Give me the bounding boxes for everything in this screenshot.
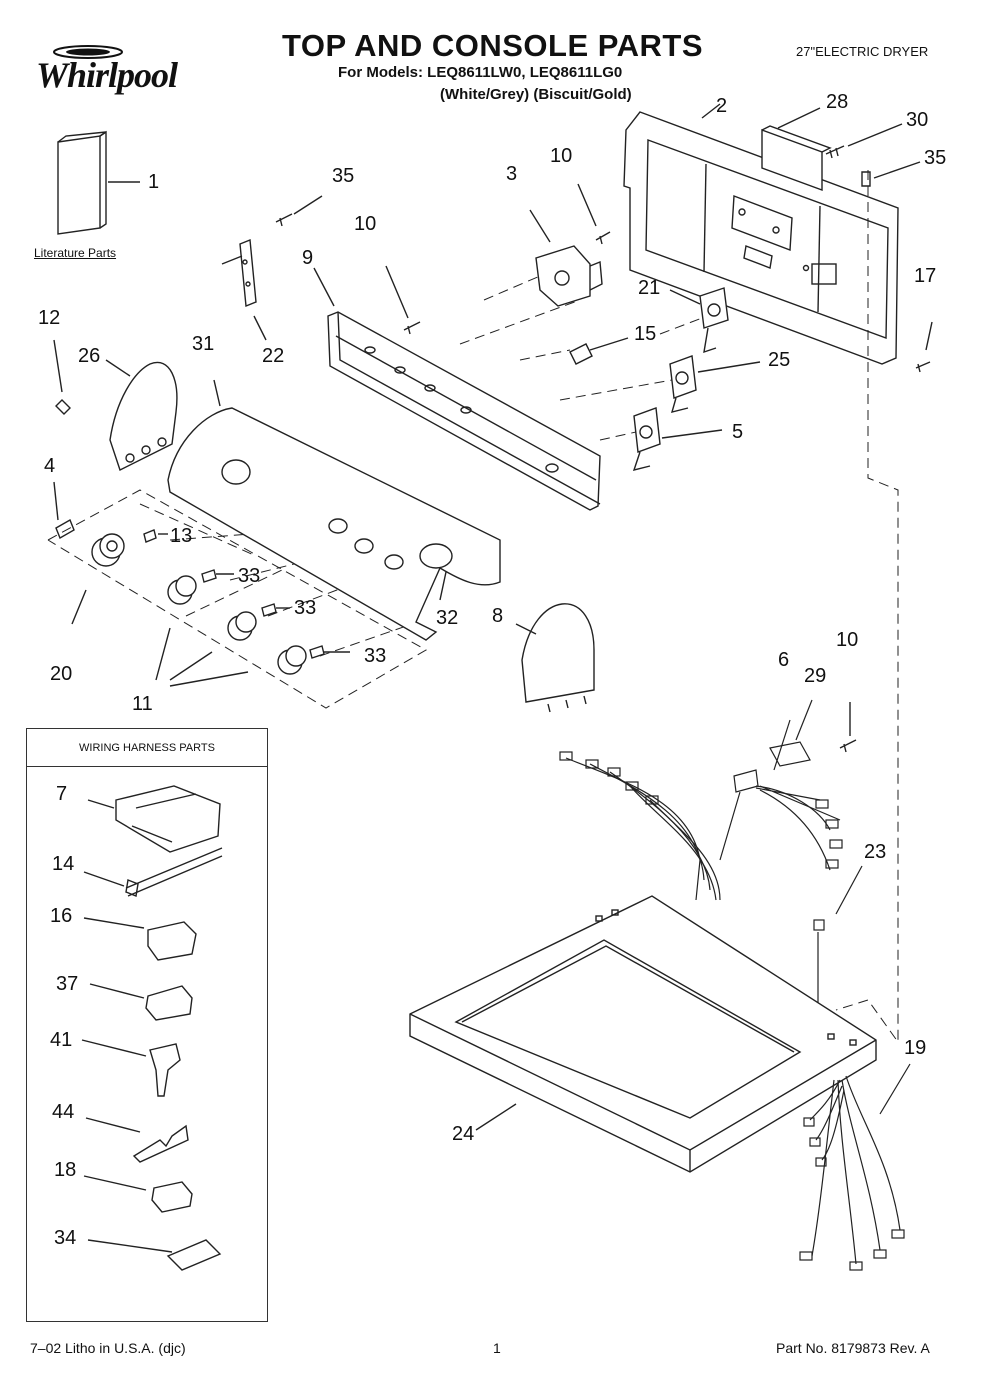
callout-1: 1 (148, 171, 160, 193)
callout-14: 14 (52, 853, 75, 875)
callout-24: 24 (452, 1123, 475, 1145)
wiring-harness-parts-title: WIRING HARNESS PARTS (27, 729, 267, 767)
bracket (221, 239, 267, 341)
callout-16: 16 (50, 905, 73, 927)
callout-6: 6 (778, 649, 790, 671)
part-number: Part No. 8179873 Rev. A (776, 1340, 930, 1356)
callout-10-bracket: 10 (354, 213, 377, 235)
callout-8: 8 (492, 605, 504, 627)
callout-12: 12 (38, 307, 61, 329)
wire-harness (559, 699, 863, 1060)
harness-part-drawings (81, 785, 223, 1271)
end-caps (105, 359, 595, 713)
callout-25: 25 (768, 349, 791, 371)
callout-18: 18 (54, 1159, 77, 1181)
rear-control-panel (623, 103, 899, 365)
lower-wire-harness (799, 1063, 911, 1271)
callout-44: 44 (52, 1101, 75, 1123)
literature-book-icon (57, 130, 140, 235)
callout-35-bracket: 35 (332, 165, 355, 187)
callout-35-panel: 35 (924, 147, 947, 169)
timer (529, 209, 603, 307)
model-numbers: For Models: LEQ8611LW0, LEQ8611LG0 (338, 64, 623, 81)
callout-17: 17 (914, 265, 937, 287)
callout-3: 3 (506, 163, 518, 185)
knobs (71, 529, 350, 687)
screw-icons (53, 123, 933, 753)
model-colors: (White/Grey) (Biscuit/Gold) (440, 86, 632, 103)
callout-26: 26 (78, 345, 101, 367)
dryer-top (409, 895, 877, 1173)
callout-15: 15 (634, 323, 657, 345)
literature-parts-label: Literature Parts (34, 246, 117, 260)
callout-5: 5 (732, 421, 744, 443)
callout-10-timer: 10 (550, 145, 573, 167)
callout-13: 13 (170, 525, 193, 547)
callout-23: 23 (864, 841, 887, 863)
whirlpool-logo-ring-icon (53, 45, 123, 59)
callout-33-middle: 33 (294, 597, 317, 619)
callout-10-harness: 10 (836, 629, 859, 651)
wiring-harness-parts-box (26, 728, 268, 1322)
callout-41: 41 (50, 1029, 73, 1051)
callout-11: 11 (132, 693, 153, 715)
page-number: 1 (493, 1340, 501, 1356)
callout-9: 9 (302, 247, 314, 269)
cover-plate (761, 107, 832, 192)
callout-22: 22 (262, 345, 285, 367)
callout-2: 2 (716, 95, 728, 117)
callout-30: 30 (906, 109, 929, 131)
page-title: TOP AND CONSOLE PARTS (282, 28, 704, 63)
print-info: 7–02 Litho in U.S.A. (djc) (30, 1340, 186, 1356)
callout-4: 4 (44, 455, 56, 477)
callout-28: 28 (826, 91, 849, 113)
callout-19: 19 (904, 1037, 927, 1059)
console-panel (167, 379, 501, 641)
callout-7: 7 (56, 783, 68, 805)
console-bracket (313, 267, 601, 511)
callout-29: 29 (804, 665, 827, 687)
callout-32: 32 (436, 607, 459, 629)
brand-logo: Whirlpool (36, 55, 178, 95)
callout-21: 21 (638, 277, 661, 299)
switches (569, 287, 761, 471)
callout-33-bottom: 33 (364, 645, 387, 667)
product-category: 27"ELECTRIC DRYER (796, 44, 929, 59)
callout-37: 37 (56, 973, 79, 995)
callout-34: 34 (54, 1227, 77, 1249)
callout-33-top: 33 (238, 565, 261, 587)
callout-20: 20 (50, 663, 73, 685)
callout-31: 31 (192, 333, 215, 355)
